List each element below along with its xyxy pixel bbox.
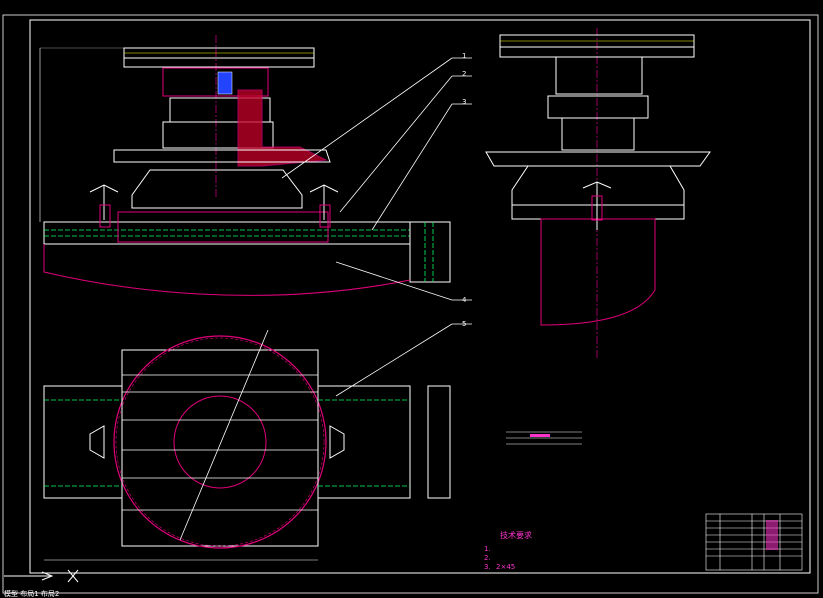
callout-1: 1 xyxy=(462,52,466,60)
status-bar-text[interactable]: 模型 布局1 布局2 xyxy=(4,589,59,598)
tech-line-2: 2. xyxy=(484,554,491,562)
front-view xyxy=(39,35,451,296)
title-block xyxy=(705,513,803,571)
callout-2: 2 xyxy=(462,70,466,78)
inner-frame xyxy=(29,19,811,574)
ucs-axis-icon xyxy=(4,569,79,583)
tech-line-3: 3. xyxy=(484,563,491,571)
outer-frame xyxy=(2,14,819,594)
tech-chamfer: 2×45 xyxy=(496,563,515,571)
plan-view xyxy=(43,329,451,561)
callout-underlines xyxy=(452,57,472,325)
tech-line-1: 1. xyxy=(484,545,491,553)
tech-title: 技术要求 xyxy=(500,530,532,540)
small-note xyxy=(506,431,582,445)
callout-3: 3 xyxy=(462,98,466,106)
leader-lines xyxy=(281,57,453,397)
side-view xyxy=(485,28,711,360)
